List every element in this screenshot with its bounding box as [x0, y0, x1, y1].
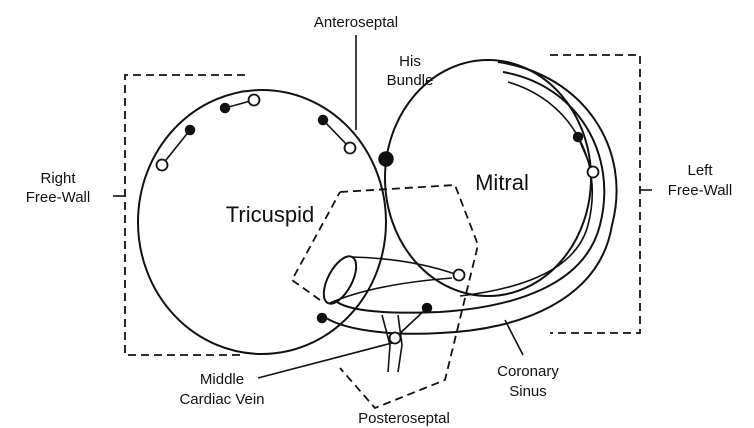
middle-cardiac-vein-label-line1: Middle — [200, 371, 244, 388]
right-free-wall-label-line2: Free-Wall — [26, 189, 90, 206]
anteroseptal-label: Anteroseptal — [314, 14, 398, 31]
middle-cardiac-vein-label-line2: Cardiac Vein — [179, 391, 264, 408]
coronary-sinus-leader — [505, 320, 523, 355]
his-bundle-label-line1: His — [399, 53, 421, 70]
posteroseptal-label: Posteroseptal — [358, 410, 450, 427]
electrode-pair-right-side — [157, 126, 195, 171]
electrode-pair-cs-ostium — [318, 270, 465, 323]
coronary-sinus-label-line2: Sinus — [509, 383, 547, 400]
mitral-label: Mitral — [475, 170, 529, 195]
coronary-sinus-ostium — [317, 251, 363, 308]
electrode-pair-right-septal — [319, 116, 356, 154]
left-free-wall-label-line1: Left — [687, 162, 713, 179]
his-bundle-dot — [379, 152, 393, 166]
right-free-wall-label-line1: Right — [40, 170, 76, 187]
left-free-wall-label-line2: Free-Wall — [668, 182, 732, 199]
middle-cardiac-vein-leader — [258, 343, 392, 378]
his-bundle-label-line2: Bundle — [387, 72, 434, 89]
electrode-pair-right-upper — [221, 95, 260, 113]
coronary-sinus-label-line1: Coronary — [497, 363, 559, 380]
electrode-pair-posteroseptal — [390, 304, 432, 344]
ostium-funnel-upper — [352, 257, 458, 275]
tricuspid-label: Tricuspid — [226, 202, 314, 227]
